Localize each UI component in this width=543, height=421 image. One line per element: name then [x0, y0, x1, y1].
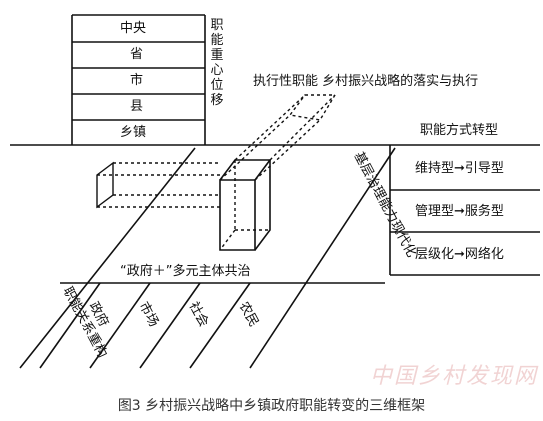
- execution-label: 执行性职能 乡村振兴战略的落实与执行: [253, 74, 479, 89]
- mode-header: 职能方式转型: [420, 123, 499, 138]
- mode-item-3: 层级化➞网络化: [415, 247, 504, 262]
- governance-label: “政府＋”多元主体共治: [120, 264, 251, 279]
- level-label-province: 省: [130, 47, 144, 62]
- actor-line: [39, 282, 101, 369]
- cube-top: [219, 159, 272, 181]
- plane-front-edge: [19, 147, 196, 369]
- level-label-county: 县: [130, 99, 144, 114]
- figure-caption: 图3 乡村振兴战略中乡镇政府职能转变的三维框架: [117, 398, 426, 414]
- actor-line: [139, 282, 201, 369]
- mode-item-1: 维持型➞引导型: [415, 161, 504, 176]
- vertical-axis-label: 职能重心位移: [210, 18, 224, 108]
- cube-front: [219, 179, 256, 251]
- watermark: 中国乡村发现网: [370, 364, 539, 389]
- actor-line: [89, 282, 151, 369]
- plane-right-edge: [249, 147, 396, 369]
- prism-left-face: [96, 161, 114, 209]
- level-label-city: 市: [130, 73, 144, 88]
- level-label-central: 中央: [120, 21, 147, 36]
- actor-line: [189, 282, 251, 369]
- level-label-township: 乡镇: [120, 125, 147, 140]
- mode-item-2: 管理型➞服务型: [415, 204, 504, 219]
- cube-side: [254, 160, 271, 251]
